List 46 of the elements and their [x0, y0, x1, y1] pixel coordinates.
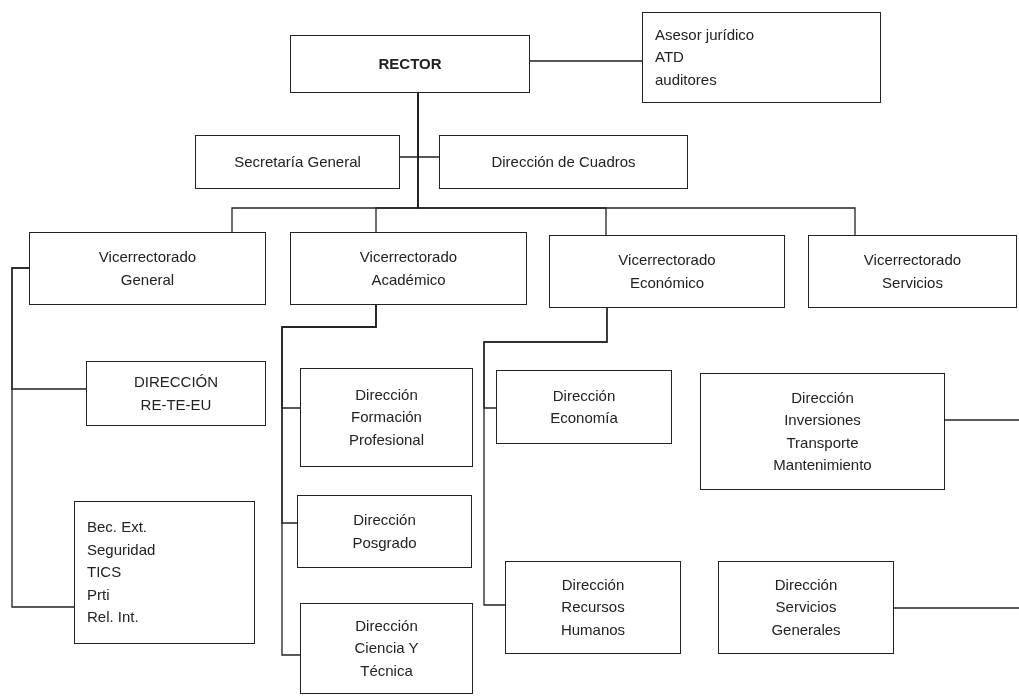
connector-line — [893, 607, 1019, 609]
unit-name: Secretaría General — [234, 151, 361, 172]
unit-name: Dirección Ciencia Y Técnica — [353, 615, 420, 681]
unit-name: Dirección Economía — [549, 385, 619, 428]
org-box — [549, 235, 785, 308]
org-box — [300, 603, 473, 694]
unit-name: Vicerrectorado Académico — [358, 247, 459, 290]
unit-name: Dirección Formación Profesional — [347, 384, 425, 450]
org-box — [297, 495, 472, 568]
connector-line — [944, 419, 1019, 421]
unit-name: Dirección Servicios Generales — [770, 574, 842, 640]
unit-name: DIRECCIÓN RE-TE-EU — [132, 372, 220, 415]
org-box — [195, 135, 400, 189]
unit-name: Bec. Ext. — [87, 517, 148, 538]
connector-line — [529, 60, 643, 62]
org-box — [290, 35, 530, 93]
unit-name: Dirección Inversiones Transporte Mantenimiento — [772, 387, 873, 475]
unit-name: Vicerrectorado Económico — [617, 250, 717, 293]
org-box — [300, 368, 473, 467]
org-box — [700, 373, 945, 490]
unit-name: Asesor jurídico — [655, 24, 755, 45]
org-box — [290, 232, 527, 305]
org-box — [718, 561, 894, 654]
org-box — [808, 235, 1017, 308]
unit-name: Dirección Recursos Humanos — [559, 574, 627, 640]
connector-line — [11, 267, 75, 608]
org-box — [496, 370, 672, 444]
org-box — [439, 135, 688, 189]
org-box — [29, 232, 266, 305]
org-box — [642, 12, 881, 103]
unit-name: TICS — [87, 562, 122, 583]
unit-name: Seguridad — [87, 539, 156, 560]
org-box — [505, 561, 681, 654]
org-box — [74, 501, 255, 644]
unit-name: RECTOR — [378, 53, 442, 74]
unit-name: Rel. Int. — [87, 607, 139, 628]
unit-name: auditores — [655, 69, 717, 90]
unit-name: Prti — [87, 584, 110, 605]
connector-line — [281, 304, 377, 656]
org-box — [86, 361, 266, 426]
connector-line — [483, 307, 608, 606]
unit-name: ATD — [655, 47, 684, 68]
unit-name: Dirección de Cuadros — [491, 151, 636, 172]
unit-name: Vicerrectorado General — [97, 247, 198, 290]
unit-name: Vicerrectorado Servicios — [862, 250, 963, 293]
unit-name: Dirección Posgrado — [351, 510, 418, 553]
